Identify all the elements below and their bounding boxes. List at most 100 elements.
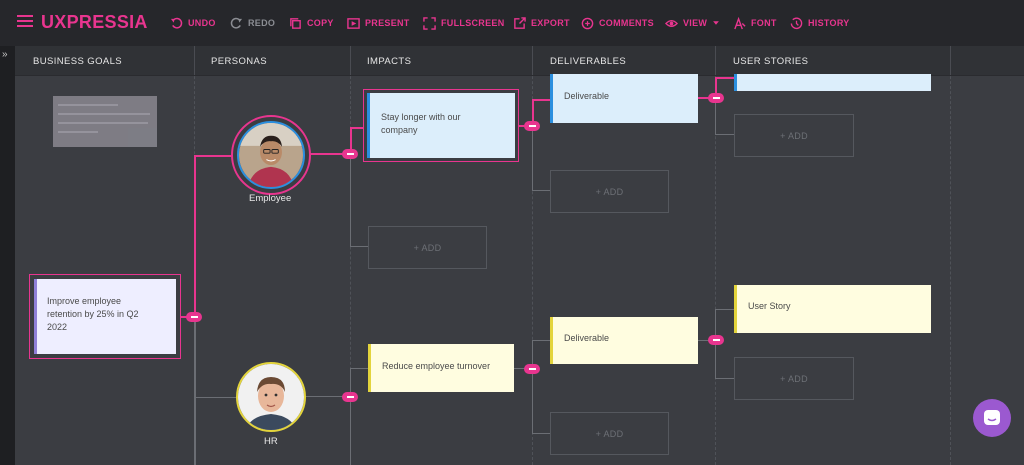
deliverable-card[interactable]: Deliverable [550,74,698,123]
view-label: VIEW [683,18,708,28]
connector-line [194,318,196,465]
impact-text: Stay longer with our company [381,112,461,135]
column-divider [715,46,716,465]
user-story-card[interactable] [734,74,931,91]
deliverable-text: Deliverable [564,91,610,101]
side-panel-collapsed: » [0,46,15,465]
connector-line [305,396,350,397]
deliverable-card[interactable]: Deliverable [550,317,698,364]
impact-card[interactable]: Stay longer with our company [367,93,515,158]
connector-line [715,77,717,98]
comments-icon [581,17,594,29]
add-user-story-button[interactable]: + ADD [734,114,854,157]
redo-label: REDO [248,18,276,28]
font-icon [734,16,746,29]
connector-line [532,340,533,434]
connector-line [532,340,551,341]
collapse-goal-button[interactable] [186,312,202,322]
header-divider [715,46,716,75]
column-business-goals: BUSINESS GOALS [33,56,123,67]
goal-selection-frame [29,274,181,359]
chevron-down-icon [713,21,720,25]
column-user-stories: USER STORIES [733,56,809,67]
menu-icon[interactable] [17,15,33,27]
add-impact-button[interactable]: + ADD [368,226,487,269]
user-story-text: User Story [748,301,791,311]
business-goal-text: Improve employee retention by 25% in Q2 … [47,296,139,332]
impact-text: Reduce employee turnover [382,361,491,371]
present-icon [347,17,360,29]
connector-line [532,99,534,126]
hint-card [53,96,157,147]
collapse-impact-button[interactable] [524,364,540,374]
collapse-persona-button[interactable] [342,149,358,159]
fullscreen-label: FULLSCREEN [441,18,505,28]
undo-label: UNDO [188,18,216,28]
column-divider [532,46,533,465]
connector-line [715,134,734,135]
add-user-story-button[interactable]: + ADD [734,357,854,400]
connector-line [350,368,368,369]
connector-line [350,368,351,465]
business-goal-card[interactable]: Improve employee retention by 25% in Q2 … [34,279,176,354]
collapse-deliverable-button[interactable] [708,335,724,345]
export-button[interactable]: EXPORT [513,16,570,30]
hr-portrait [238,364,304,430]
chat-launcher-button[interactable] [973,399,1011,437]
persona-name-hr: HR [264,436,278,447]
font-button[interactable]: FONT [733,16,777,30]
header-divider [194,46,195,75]
add-deliverable-button[interactable]: + ADD [550,170,669,213]
impact-selection-frame [363,89,519,162]
user-story-card[interactable]: User Story [734,285,931,333]
collapse-deliverable-button[interactable] [708,93,724,103]
comments-label: COMMENTS [599,18,654,28]
connector-line [532,190,551,191]
undo-icon [170,17,183,29]
view-dropdown[interactable]: VIEW [665,16,720,30]
persona-name-employee: Employee [249,193,292,204]
present-button[interactable]: PRESENT [347,16,410,30]
employee-portrait [237,121,305,189]
fullscreen-button[interactable]: FULLSCREEN [423,16,505,30]
copy-button[interactable]: COPY [289,16,334,30]
history-icon [790,17,803,29]
redo-button[interactable]: REDO [230,16,275,30]
add-deliverable-button[interactable]: + ADD [550,412,669,455]
connector-line [350,246,368,247]
connector-line [698,97,715,99]
connector-line [715,378,734,379]
app-logo: UXPRESSIA [41,12,148,32]
copy-icon [290,17,301,29]
connector-line [350,156,351,247]
connector-line [514,368,532,369]
deliverable-text: Deliverable [564,333,610,343]
redo-icon [230,17,243,29]
column-divider [950,46,951,465]
hr-avatar[interactable] [236,362,306,432]
expand-panel-icon[interactable]: » [2,49,8,60]
header-divider [950,46,951,75]
column-header-bar [15,46,1024,76]
eye-icon [665,19,678,27]
header-divider [350,46,351,75]
collapse-impact-button[interactable] [524,121,540,131]
impact-card[interactable]: Reduce employee turnover [368,344,514,392]
employee-avatar[interactable] [231,115,311,195]
history-button[interactable]: HISTORY [790,16,850,30]
chat-icon [984,410,1000,425]
connector-line [350,127,364,129]
export-icon [514,16,526,29]
undo-button[interactable]: UNDO [170,16,216,30]
connector-line [715,309,734,310]
connector-line [310,153,350,155]
comments-button[interactable]: COMMENTS [581,16,654,30]
column-divider [350,46,351,465]
top-toolbar: UXPRESSIA UNDO REDO COPY PRESENT FULLSCR… [0,0,1024,46]
present-label: PRESENT [365,18,410,28]
header-divider [532,46,533,75]
connector-line [698,340,715,341]
collapse-persona-button[interactable] [342,392,358,402]
connector-line [532,126,533,191]
fullscreen-icon [423,16,436,30]
